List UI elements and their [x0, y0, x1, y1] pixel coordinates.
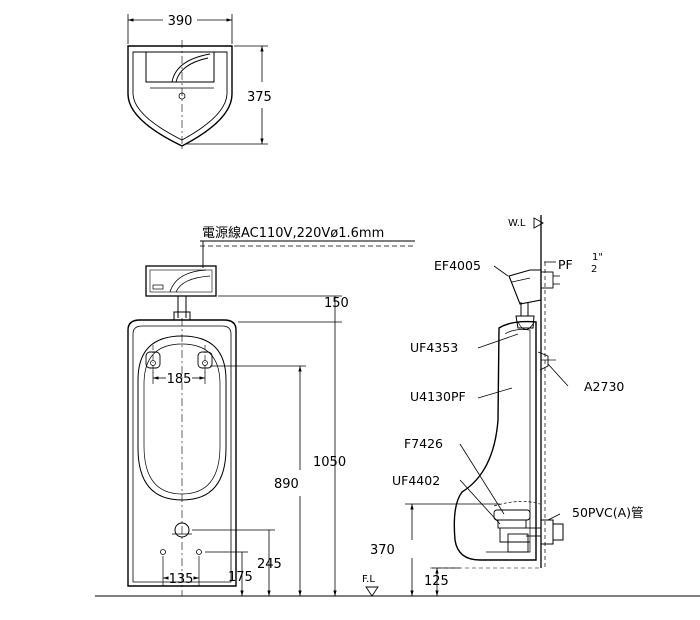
part-spud-label: UF4353: [410, 340, 458, 355]
wall-line-label: W.L: [508, 218, 526, 229]
dim-total-height: 1050: [313, 455, 346, 470]
side-view: [405, 215, 569, 596]
top-width-dim: 390: [168, 14, 193, 29]
dim-drain-height: 245: [257, 557, 282, 572]
dim-floor-clear: 125: [424, 574, 449, 589]
dim-bracket-height: 890: [274, 477, 299, 492]
part-sensor-label: EF4005: [434, 258, 481, 273]
dim-outlet-spacing: 135: [169, 572, 194, 587]
dim-drain-center: 370: [370, 543, 395, 558]
top-view: [127, 14, 268, 150]
front-view: [95, 240, 700, 597]
supply-size-numerator: 1": [592, 252, 603, 263]
dim-bracket-spacing: 185: [167, 372, 192, 387]
part-supply-label: PF: [558, 257, 573, 272]
part-bracket-label: A2730: [584, 379, 624, 394]
dim-top-gap: 150: [324, 296, 349, 311]
part-drain-label: UF4402: [392, 473, 440, 488]
top-depth-dim: 375: [247, 90, 272, 105]
part-pipe-label: 50PVC(A)管: [572, 505, 644, 520]
part-bowl-label: U4130PF: [410, 389, 466, 404]
dim-outlet-height: 175: [228, 570, 253, 585]
part-trap-label: F7426: [404, 436, 443, 451]
wire-spec-label: 電源線AC110V,220Vø1.6mm: [202, 225, 384, 241]
supply-size-denominator: 2: [591, 264, 597, 275]
floor-level-label: F.L: [362, 574, 375, 585]
